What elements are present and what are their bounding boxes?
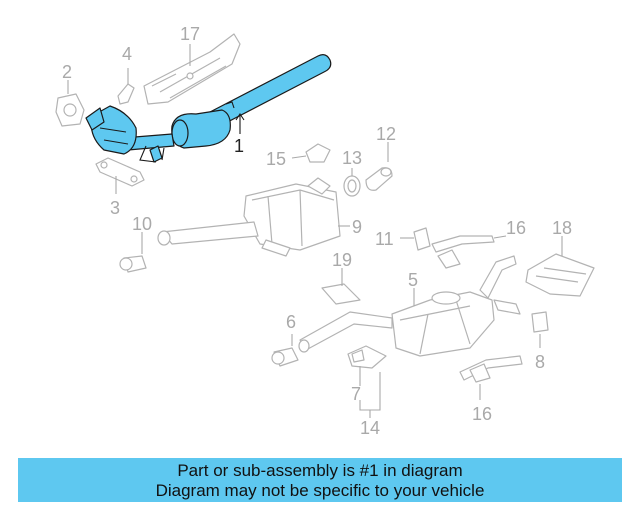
part-7-hanger-bracket (347, 345, 387, 386)
part-11-hanger (400, 227, 431, 251)
callout-1: 1 (234, 136, 244, 156)
part-1-front-pipe-catalytic-converter[interactable] (85, 54, 332, 163)
callout-10: 10 (132, 214, 152, 234)
callout-4: 4 (122, 44, 132, 64)
banner-line-2: Diagram may not be specific to your vehi… (155, 481, 485, 500)
callout-16-lower: 16 (472, 404, 492, 424)
part-18-rear-heat-shield (525, 236, 595, 297)
callout-6: 6 (286, 312, 296, 332)
banner-line-1: Part or sub-assembly is #1 in diagram (177, 461, 463, 480)
part-info-banner: Part or sub-assembly is #1 in diagram Di… (18, 458, 622, 502)
callout-13: 13 (342, 148, 362, 168)
callout-18: 18 (552, 218, 572, 238)
callout-8: 8 (535, 352, 545, 372)
callout-11: 11 (375, 229, 394, 249)
callout-14-bracket-lines (359, 372, 381, 418)
exhaust-parts-diagram: 1 2 3 4 5 6 7 8 9 10 11 12 13 14 15 16 1… (55, 24, 595, 438)
callout-12: 12 (376, 124, 396, 144)
part-10-rubber-hanger (119, 232, 147, 273)
part-9-rear-muffler (157, 177, 350, 257)
callout-15: 15 (266, 149, 286, 169)
part-8-hanger (531, 311, 549, 348)
part-5-center-muffler (298, 255, 521, 357)
callout-5: 5 (408, 270, 418, 290)
callout-9: 9 (352, 217, 362, 237)
callout-14: 14 (360, 418, 380, 438)
part-2-gasket (55, 80, 85, 127)
part-12-tail-pipe-tip (365, 142, 393, 191)
part-16-pipe-upper (431, 235, 507, 269)
part-6-hanger (271, 334, 299, 367)
part-16-pipe-lower (459, 355, 523, 400)
callout-17: 17 (180, 24, 200, 44)
callout-2: 2 (62, 62, 72, 82)
callout-16-upper: 16 (506, 218, 526, 238)
callout-1-leader (235, 113, 245, 134)
callout-19: 19 (332, 250, 352, 270)
callout-7: 7 (351, 384, 361, 404)
part-19-bracket-plate (321, 268, 361, 305)
part-13-clamp (343, 168, 361, 197)
part-3-bracket (95, 157, 145, 194)
part-17-heat-shield (143, 33, 241, 105)
part-15-hanger-bracket (291, 143, 331, 163)
callout-3: 3 (110, 198, 120, 218)
part-4-stud-bracket (117, 68, 135, 105)
